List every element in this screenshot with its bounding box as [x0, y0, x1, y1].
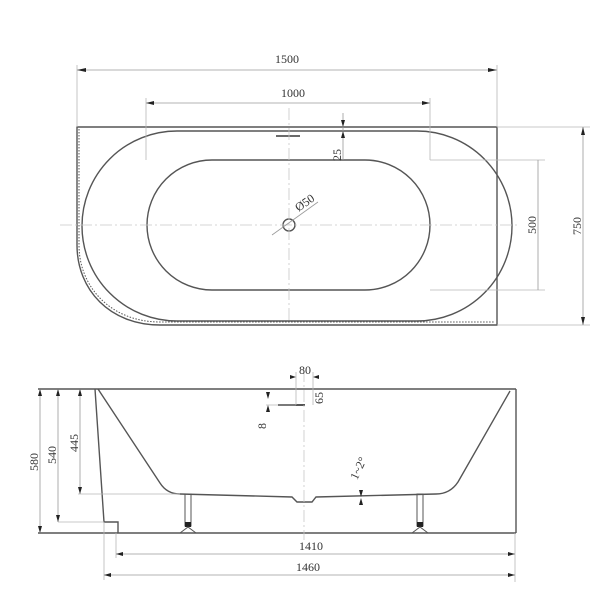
side-view-basin-profile [97, 388, 511, 503]
dim-rim-to-basin: 25 [330, 149, 344, 161]
side-view: 80 65 8 1~2° 580 540 445 1410 [27, 363, 517, 582]
dim-overall-length: 1500 [275, 52, 299, 66]
right-leg [410, 493, 430, 534]
dim-slope: 1~2° [347, 455, 370, 482]
dim-base-length: 1410 [299, 539, 323, 553]
dim-overall-length-side: 1460 [296, 560, 320, 574]
top-view-bowl-outline [81, 130, 513, 322]
dim-drain-diameter: Ø50 [292, 191, 317, 214]
scalloped-edge [78, 129, 495, 323]
left-leg [178, 493, 198, 534]
dim-overflow-offset: 8 [255, 423, 269, 429]
dim-skirt-height: 540 [45, 446, 59, 464]
dim-total-height: 580 [27, 453, 41, 471]
top-view: 1500 1000 25 Ø50 500 750 [60, 52, 590, 326]
dim-inner-length: 1000 [281, 86, 305, 100]
dim-inner-depth: 445 [67, 434, 81, 452]
dim-overflow-width: 80 [299, 363, 311, 377]
dim-inner-width: 500 [525, 216, 539, 234]
dim-overall-width: 750 [570, 217, 584, 235]
top-view-outer-rim [76, 126, 498, 326]
dim-overflow-height: 65 [312, 392, 326, 404]
